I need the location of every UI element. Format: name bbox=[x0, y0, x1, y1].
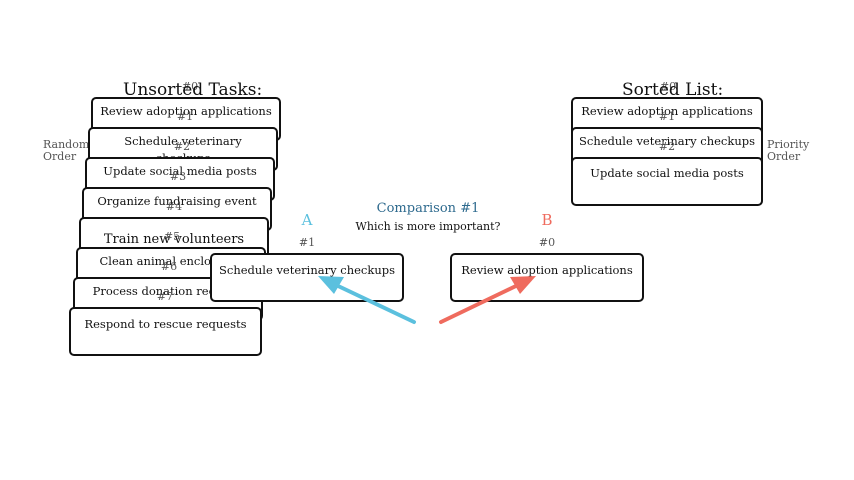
unsorted-card-text: Review adoption applications bbox=[100, 104, 272, 118]
sorted-card-text: Schedule veterinary checkups bbox=[579, 134, 755, 148]
unsorted-card-text: Process donation receipts bbox=[92, 284, 244, 298]
unsorted-idx-2: #2 bbox=[173, 140, 191, 153]
comparison-title: Comparison #1 bbox=[376, 201, 480, 216]
unsorted-card-text: Update social media posts bbox=[103, 164, 257, 178]
option-b-text: Review adoption applications bbox=[461, 263, 633, 277]
sorted-idx-2: #2 bbox=[658, 140, 676, 153]
unsorted-card-text: Organize fundraising event bbox=[97, 194, 257, 208]
unsorted-idx-3: #3 bbox=[169, 170, 187, 183]
sorted-card-3[interactable]: Update social media posts bbox=[571, 157, 763, 206]
unsorted-idx-1: #1 bbox=[176, 110, 194, 123]
option-b-badge: #0 bbox=[538, 236, 556, 249]
sorted-card-text: Update social media posts bbox=[590, 166, 744, 180]
unsorted-title: Unsorted Tasks: bbox=[123, 80, 263, 100]
unsorted-idx-5: #5 bbox=[163, 230, 181, 243]
option-b-card[interactable]: Review adoption applications bbox=[450, 253, 644, 302]
option-a-text: Schedule veterinary checkups bbox=[219, 263, 395, 277]
unsorted-card-8[interactable]: Respond to rescue requests bbox=[69, 307, 262, 356]
random-order-label: Random Order bbox=[43, 139, 89, 163]
unsorted-idx-6: #6 bbox=[160, 260, 178, 273]
unsorted-top-badge: #0 bbox=[181, 80, 199, 93]
option-a-letter: A bbox=[301, 211, 313, 229]
sorted-top-badge: #0 bbox=[659, 80, 677, 93]
unsorted-card-text: Clean animal enclosures bbox=[99, 254, 243, 268]
random-order-line1: Random bbox=[43, 138, 90, 151]
random-order-line2: Order bbox=[43, 150, 77, 163]
unsorted-card-text: Respond to rescue requests bbox=[84, 317, 247, 331]
option-b-letter: B bbox=[541, 211, 553, 229]
sorted-title: Sorted List: bbox=[622, 80, 724, 100]
priority-order-line2: Order bbox=[767, 150, 801, 163]
priority-order-label: Priority Order bbox=[767, 139, 809, 163]
unsorted-card-text: Train new volunteers bbox=[103, 232, 245, 247]
option-a-badge: #1 bbox=[298, 236, 316, 249]
option-a-card[interactable]: Schedule veterinary checkups bbox=[210, 253, 404, 302]
unsorted-idx-4: #4 bbox=[165, 200, 183, 213]
comparison-question: Which is more important? bbox=[355, 220, 501, 233]
unsorted-idx-7: #7 bbox=[156, 290, 174, 303]
priority-order-line1: Priority bbox=[767, 138, 810, 151]
sorted-idx-1: #1 bbox=[658, 110, 676, 123]
sorted-card-text: Review adoption applications bbox=[581, 104, 753, 118]
